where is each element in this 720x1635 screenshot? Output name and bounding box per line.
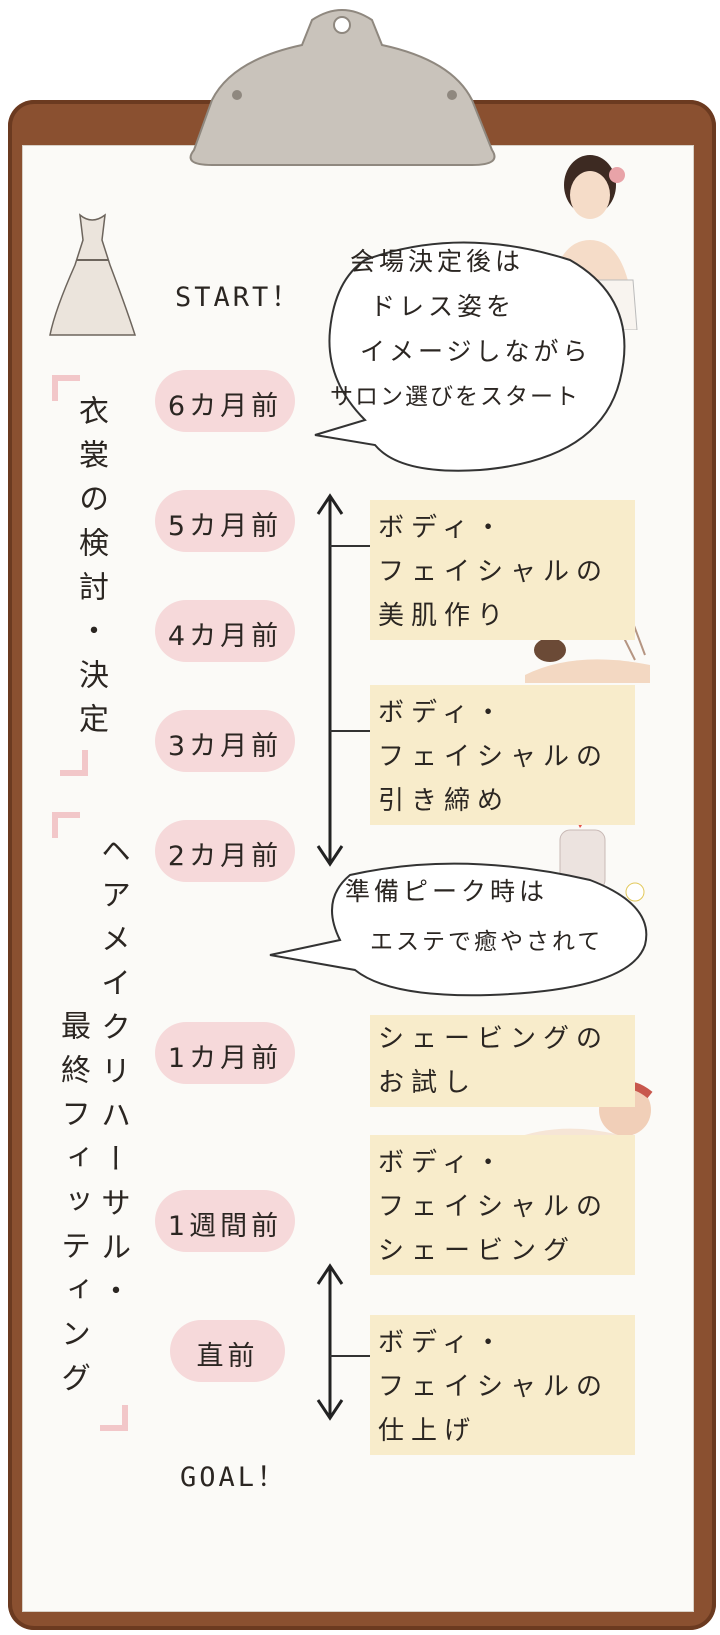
arrow-range-2 <box>316 1263 344 1421</box>
step-pill <box>170 1320 285 1382</box>
info-box-line: 美肌作り <box>378 601 511 631</box>
bubble-middle-line: エステで癒やされて <box>370 929 604 955</box>
step-pill <box>155 820 295 882</box>
info-box-line: ボディ・ <box>378 698 509 728</box>
step-label: 3カ月前 <box>167 731 283 762</box>
bubble-top-line: ドレス姿を <box>370 292 516 321</box>
arrow-range-1 <box>316 493 344 867</box>
bracket-open <box>52 812 80 838</box>
info-box <box>370 1315 635 1455</box>
start-label: START！ <box>175 282 302 313</box>
step-label: 5カ月前 <box>167 511 283 542</box>
bracket-close <box>60 750 88 776</box>
info-box <box>370 1135 635 1275</box>
step-label: 1カ月前 <box>167 1043 283 1074</box>
info-box-line: フェイシャルの <box>378 1372 610 1402</box>
info-box-line: シェービングの <box>378 1024 610 1054</box>
phase-hair-line1: ヘアメイクリハーサル・ <box>95 835 130 1319</box>
step-pill <box>155 710 295 772</box>
info-box-line: 仕上げ <box>378 1416 478 1446</box>
info-box-line: ボディ・ <box>378 1328 509 1358</box>
bubble-top-line: イメージしながら <box>360 337 592 366</box>
info-box-line: ボディ・ <box>378 1148 509 1178</box>
step-pill <box>155 1190 295 1252</box>
info-box-line: フェイシャルの <box>378 557 610 587</box>
bracket-open <box>52 375 80 401</box>
step-pill <box>155 490 295 552</box>
info-box-line: フェイシャルの <box>378 742 610 772</box>
bubble-top-line: サロン選びをスタート <box>330 384 580 410</box>
step-pill <box>155 600 295 662</box>
massage-illustration <box>525 615 650 683</box>
step-label: 直前 <box>196 1341 259 1372</box>
info-box-line: フェイシャルの <box>378 1192 610 1222</box>
speech-bubble-top <box>314 241 626 472</box>
info-box <box>370 500 635 640</box>
phase-hair-line2: 最終フィッティング <box>55 1010 90 1406</box>
info-box-line: お試し <box>378 1068 478 1098</box>
step-label: 4カ月前 <box>167 621 283 652</box>
step-label: 2カ月前 <box>167 841 283 872</box>
phase-costume: 衣裳の検討・決定 <box>73 395 108 747</box>
step-label: 6カ月前 <box>167 391 283 422</box>
info-box <box>370 1015 635 1107</box>
step-label: 1週間前 <box>167 1211 283 1242</box>
connector-line <box>330 1355 372 1357</box>
info-box-line: 引き締め <box>378 786 511 816</box>
bracket-close <box>100 1405 128 1431</box>
bubble-top-line: 会場決定後は <box>350 247 525 276</box>
goal-label: GOAL！ <box>180 1462 288 1493</box>
info-box <box>370 685 635 825</box>
connector-line <box>330 730 372 732</box>
info-box-line: ボディ・ <box>378 513 509 543</box>
step-pill <box>155 370 295 432</box>
clip-icon <box>189 9 496 166</box>
dress-icon <box>49 213 137 336</box>
info-box-line: シェービング <box>378 1236 577 1266</box>
connector-line <box>330 545 372 547</box>
speech-bubble-middle <box>269 862 648 997</box>
bubble-middle-line: 準備ピーク時は <box>345 877 549 906</box>
step-pill <box>155 1022 295 1084</box>
